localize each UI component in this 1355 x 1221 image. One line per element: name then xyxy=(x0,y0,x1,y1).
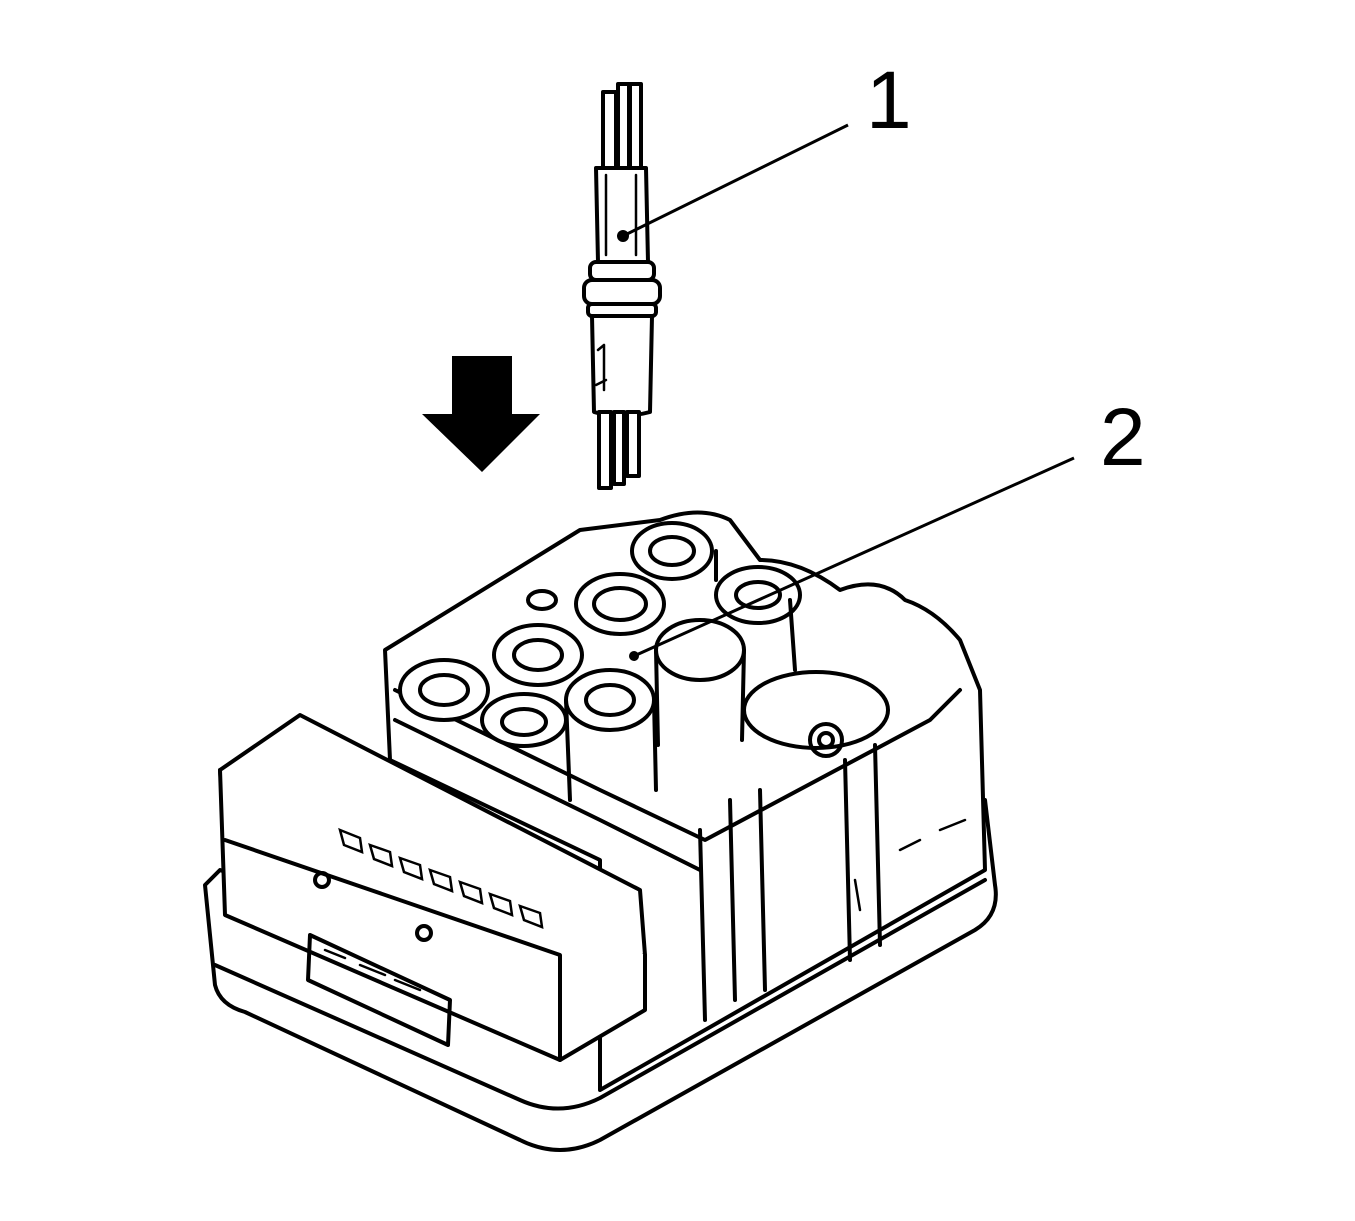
solenoid-valve-part xyxy=(582,82,662,490)
callout-2: 2 xyxy=(633,392,1146,658)
electrical-connector xyxy=(218,713,647,1062)
hydraulic-module-housing xyxy=(203,510,998,1152)
down-arrow-icon xyxy=(422,356,540,472)
callout-1-label: 1 xyxy=(866,55,912,146)
callout-1: 1 xyxy=(622,55,912,238)
callout-2-label: 2 xyxy=(1100,392,1146,483)
